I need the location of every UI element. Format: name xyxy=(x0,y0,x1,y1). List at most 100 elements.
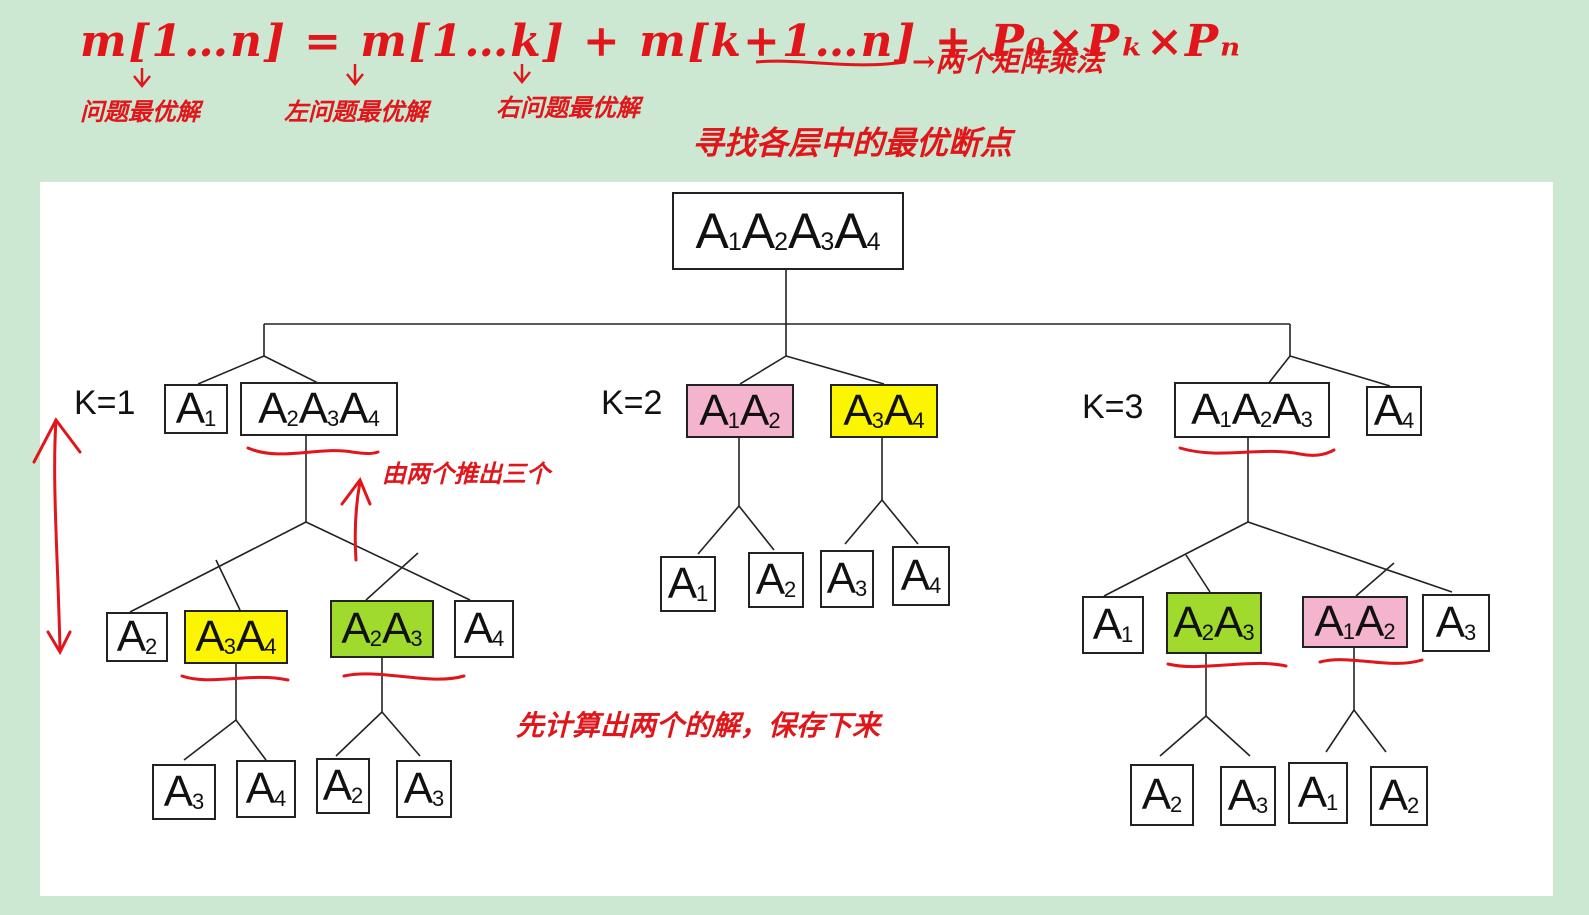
matrix-letter: A xyxy=(403,764,433,813)
matrix-index: 2 xyxy=(774,227,788,256)
matrix-letter: A xyxy=(236,612,265,661)
matrix-index: 3 xyxy=(432,786,444,811)
matrix-letter: A xyxy=(1297,768,1327,817)
matrix-index: 3 xyxy=(327,406,339,431)
matrix-index: 4 xyxy=(264,634,276,659)
matrix-index: 1 xyxy=(727,227,742,256)
matrix-index: 3 xyxy=(223,634,236,659)
label-k2: K=2 xyxy=(601,384,663,422)
matrix-letter: A xyxy=(1272,385,1301,434)
matrix-letter: A xyxy=(341,604,370,653)
matrix-letter: A xyxy=(1373,386,1403,435)
matrix-letter: A xyxy=(755,555,785,604)
label-k3: K=3 xyxy=(1082,388,1144,426)
matrix-letter: A xyxy=(695,203,728,259)
note-derive: 由两个推出三个 xyxy=(382,459,550,488)
matrix-letter: A xyxy=(163,767,193,816)
matrix-index: 4 xyxy=(492,626,504,651)
matrix-index: 2 xyxy=(1383,619,1395,644)
matrix-index: 2 xyxy=(1201,620,1214,645)
matrix-index: 1 xyxy=(696,581,708,606)
matrix-index: 2 xyxy=(1170,792,1182,817)
matrix-index: 4 xyxy=(912,408,924,433)
matrix-index: 3 xyxy=(820,227,834,256)
matrix-index: 1 xyxy=(1121,622,1133,647)
matrix-index: 2 xyxy=(1407,793,1419,818)
matrix-index: 1 xyxy=(727,408,740,433)
note-compute: 先计算出两个的解，保存下来 xyxy=(516,709,881,742)
matrix-index: 1 xyxy=(1342,619,1355,644)
matrix-index: 3 xyxy=(1464,620,1476,645)
matrix-letter: A xyxy=(195,612,224,661)
matrix-letter: A xyxy=(1214,598,1243,647)
matrix-index: 3 xyxy=(1242,620,1254,645)
matrix-index: 4 xyxy=(274,786,286,811)
matrix-letter: A xyxy=(1231,385,1261,434)
recurrence-formula: m[1…n] = m[1…k] + m[k+1…n] + P₀×Pₖ×Pₙ xyxy=(80,16,1243,67)
matrix-letter: A xyxy=(1435,598,1465,647)
matrix-index: 3 xyxy=(855,576,867,601)
matrix-letter: A xyxy=(1191,385,1220,434)
matrix-letter: A xyxy=(1141,770,1171,819)
matrix-index: 2 xyxy=(1260,407,1272,432)
matrix-letter: A xyxy=(1355,597,1384,646)
matrix-letter: A xyxy=(1227,771,1257,820)
matrix-index: 2 xyxy=(784,577,796,602)
matrix-letter: A xyxy=(826,554,856,603)
matrix-letter: A xyxy=(741,203,775,259)
matrix-letter: A xyxy=(175,384,205,433)
matrix-index: 3 xyxy=(1300,407,1313,432)
note-right-optimal: 右问题最优解 xyxy=(496,93,640,122)
matrix-index: 4 xyxy=(1402,408,1414,433)
note-goal: 寻找各层中的最优断点 xyxy=(692,124,1013,162)
matrix-index: 2 xyxy=(768,408,780,433)
matrix-index: 2 xyxy=(351,783,363,808)
matrix-letter: A xyxy=(884,386,913,435)
note-problem-optimal: 问题最优解 xyxy=(80,97,200,126)
note-left-optimal: 左问题最优解 xyxy=(284,97,428,126)
matrix-index: 3 xyxy=(871,408,884,433)
matrix-letter: A xyxy=(1173,598,1202,647)
matrix-letter: A xyxy=(699,386,728,435)
matrix-letter: A xyxy=(382,604,411,653)
matrix-letter: A xyxy=(788,203,821,259)
matrix-letter: A xyxy=(900,551,930,600)
formula-note: →两个矩阵乘法 xyxy=(912,45,1104,78)
matrix-index: 1 xyxy=(1219,407,1231,432)
matrix-index: 3 xyxy=(1256,793,1268,818)
matrix-letter: A xyxy=(843,386,872,435)
matrix-index: 1 xyxy=(1326,790,1338,815)
matrix-letter: A xyxy=(298,384,328,433)
matrix-letter: A xyxy=(245,764,275,813)
matrix-letter: A xyxy=(339,384,368,433)
matrix-letter: A xyxy=(834,203,867,259)
matrix-letter: A xyxy=(463,604,493,653)
matrix-index: 2 xyxy=(145,634,157,659)
matrix-letter: A xyxy=(116,612,146,661)
